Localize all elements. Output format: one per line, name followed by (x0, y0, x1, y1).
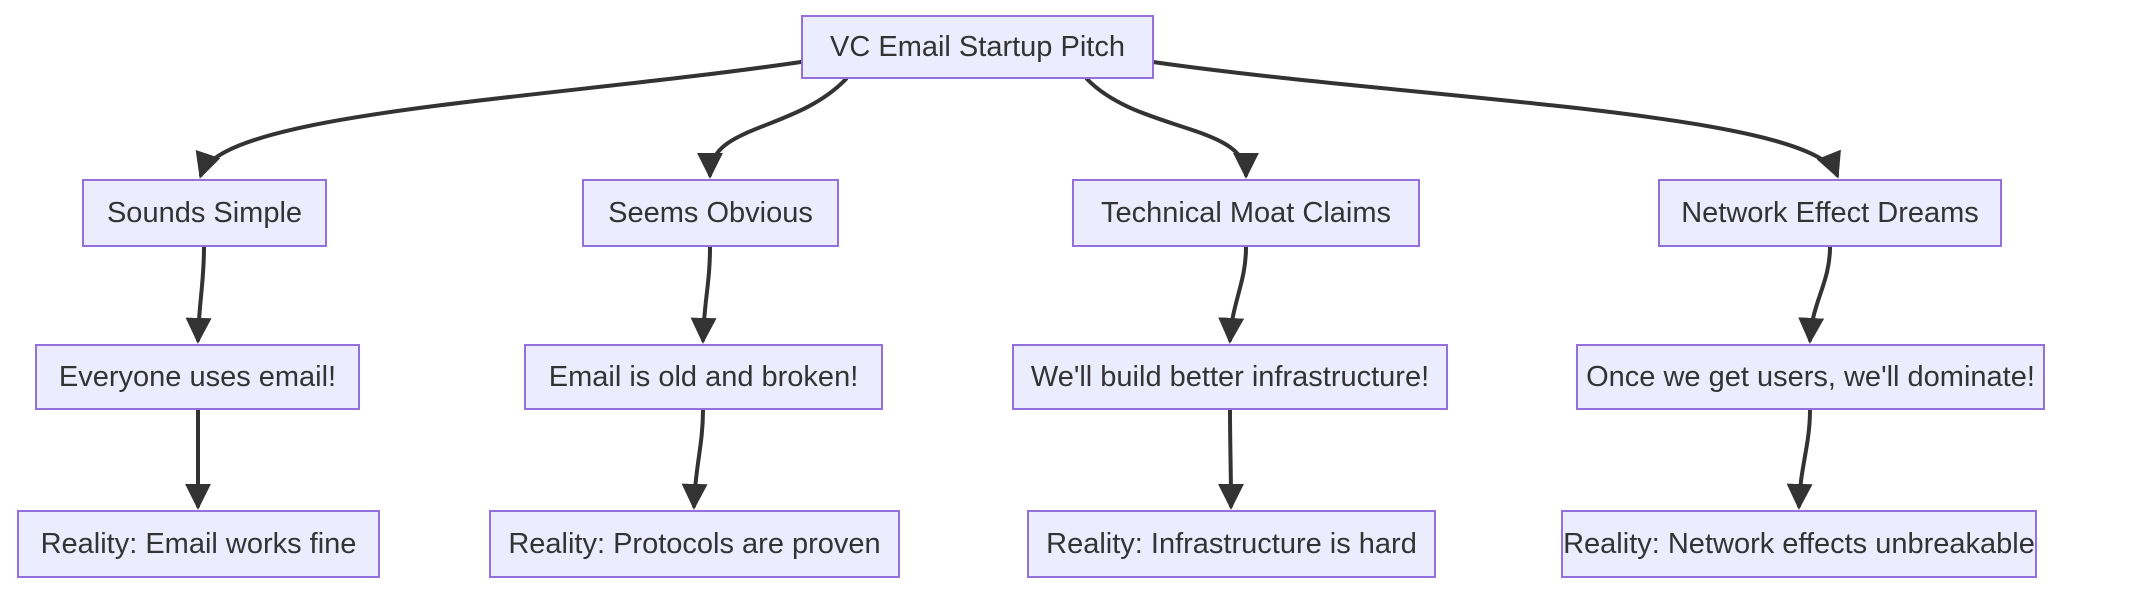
edge-pitch-to-reality-protocols-proven (681, 408, 708, 510)
node-reality-infrastructure-is-hard: Reality: Infrastructure is hard (1027, 510, 1436, 578)
node-root-vc-email-startup-pitch: VC Email Startup Pitch (801, 15, 1154, 79)
edge-pitch-to-reality-network-effects (1786, 408, 1813, 510)
edge-seems-obvious-to-pitch (690, 245, 717, 344)
edge-sounds-simple-to-pitch (185, 245, 212, 344)
edge-root-to-network-effect-dreams (1151, 60, 1841, 179)
node-pitch-build-better-infrastructure: We'll build better infrastructure! (1012, 344, 1448, 410)
node-pitch-once-we-get-users: Once we get users, we'll dominate! (1576, 344, 2045, 410)
node-pitch-everyone-uses-email: Everyone uses email! (35, 344, 360, 410)
node-reality-network-effects-unbreakable: Reality: Network effects unbreakable (1561, 510, 2037, 578)
node-claim-seems-obvious: Seems Obvious (582, 179, 839, 247)
edge-network-effect-to-pitch (1798, 245, 1832, 344)
node-reality-protocols-are-proven: Reality: Protocols are proven (489, 510, 900, 578)
edge-root-to-technical-moat-claims (1085, 77, 1259, 179)
node-claim-technical-moat-claims: Technical Moat Claims (1072, 179, 1420, 247)
edge-pitch-to-reality-infrastructure-hard (1217, 408, 1244, 510)
edge-root-to-seems-obvious (697, 77, 848, 179)
node-reality-email-works-fine: Reality: Email works fine (17, 510, 380, 578)
edge-technical-moat-to-pitch (1218, 245, 1248, 344)
node-claim-sounds-simple: Sounds Simple (82, 179, 327, 247)
node-claim-network-effect-dreams: Network Effect Dreams (1658, 179, 2002, 247)
node-pitch-email-old-and-broken: Email is old and broken! (524, 344, 883, 410)
edge-root-to-sounds-simple (195, 60, 803, 179)
